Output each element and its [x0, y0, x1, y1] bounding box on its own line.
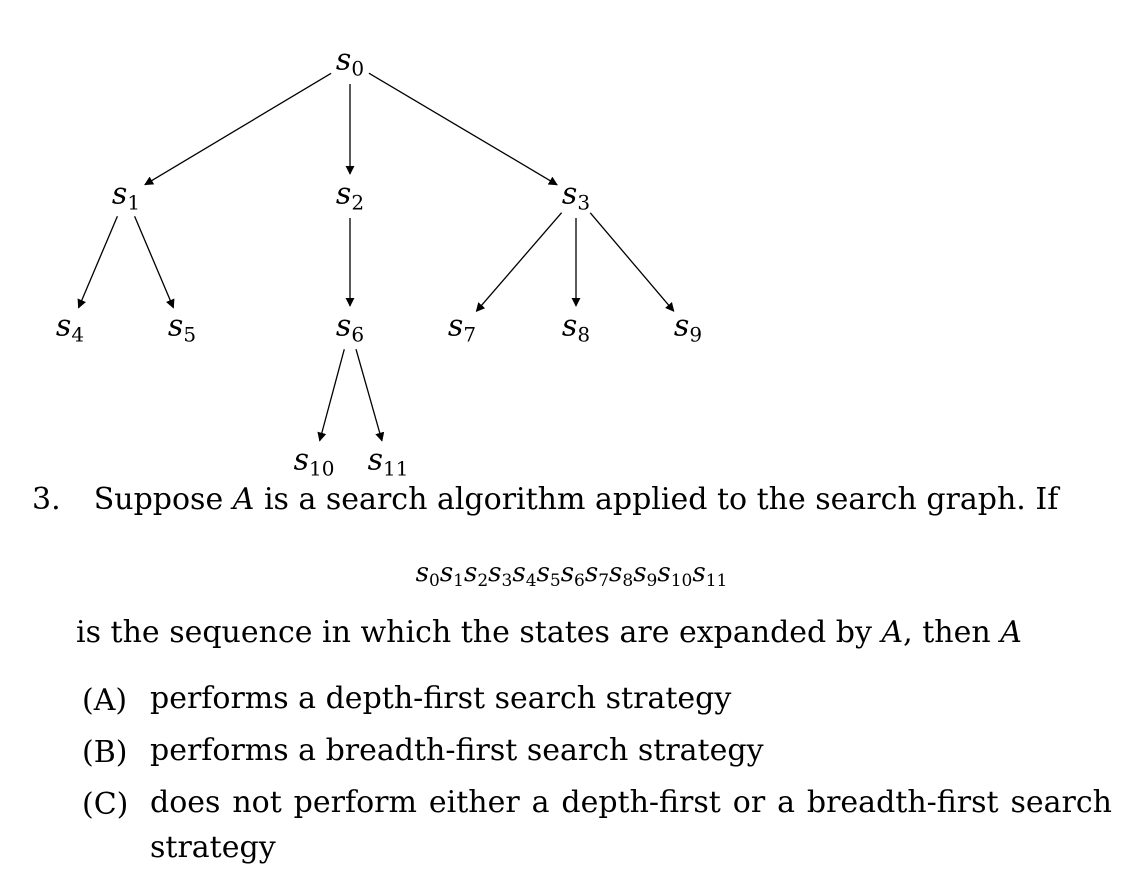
sequence-state: s7: [584, 558, 610, 591]
question-prompt: 3. Suppose A is a search algorithm appli…: [32, 482, 1058, 518]
tree-node-s8: s8: [561, 308, 591, 347]
node-base: s: [55, 308, 72, 344]
sequence-state-subscript: 3: [501, 571, 513, 591]
expansion-sequence: s0s1s2s3s4s5s6s7s8s9s10s11: [0, 558, 1143, 591]
tree-node-s1: s1: [111, 176, 141, 215]
node-subscript: 8: [577, 322, 591, 347]
edge-s0-s1: [144, 72, 332, 186]
sequence-state-base: s: [536, 558, 550, 588]
sequence-state-base: s: [488, 558, 502, 588]
edge-s1-s4: [77, 215, 119, 309]
tree-node-s10: s10: [293, 442, 335, 481]
edge-s0-s3: [368, 72, 558, 186]
sequence-state-base: s: [415, 558, 429, 588]
node-subscript: 5: [183, 322, 197, 347]
node-subscript: 7: [463, 322, 477, 347]
sequence-state-subscript: 6: [574, 571, 585, 591]
edge-s6-s11: [355, 348, 385, 442]
sequence-state-base: s: [584, 558, 599, 588]
option-b-letter: (B): [82, 735, 128, 770]
option-a-letter: (A): [82, 683, 128, 718]
node-subscript: 9: [689, 322, 703, 347]
tree-node-s9: s9: [673, 308, 703, 347]
sequence-state-subscript: 9: [646, 571, 658, 591]
sequence-state-subscript: 10: [670, 571, 693, 591]
followup-variable-2: A: [1000, 615, 1022, 650]
edge-s1-s5: [133, 215, 175, 309]
edge-s6-s10: [317, 349, 345, 442]
sequence-state-base: s: [657, 558, 671, 588]
tree-node-s7: s7: [447, 308, 477, 347]
sequence-state-base: s: [439, 558, 454, 588]
sequence-state: s5: [536, 558, 561, 591]
node-base: s: [561, 308, 578, 344]
sequence-state: s9: [633, 558, 658, 591]
tree-node-s3: s3: [561, 176, 591, 215]
node-base: s: [367, 442, 383, 478]
sequence-state-subscript: 4: [525, 571, 537, 591]
node-base: s: [293, 442, 309, 478]
node-subscript: 11: [382, 456, 409, 481]
node-base: s: [673, 308, 690, 344]
node-base: s: [561, 176, 578, 212]
tree-node-s5: s5: [167, 308, 197, 347]
tree-node-s11: s11: [367, 442, 409, 481]
question-intro-after: is a search algorithm applied to the sea…: [254, 482, 1059, 517]
sequence-state: s4: [512, 558, 537, 591]
sequence-state-base: s: [512, 558, 526, 588]
tree-node-s0: s0: [335, 42, 365, 81]
sequence-state: s1: [439, 558, 464, 591]
node-subscript: 1: [127, 190, 141, 215]
node-base: s: [335, 308, 352, 344]
sequence-state-subscript: 2: [477, 571, 489, 591]
option-a-text: performs a depth-first search strategy: [150, 681, 732, 716]
tree-node-s2: s2: [335, 176, 365, 215]
algorithm-variable: A: [232, 482, 255, 517]
node-base: s: [111, 176, 128, 212]
tree-node-s6: s6: [335, 308, 365, 347]
question-followup: is the sequence in which the states are …: [76, 615, 1022, 651]
node-base: s: [447, 308, 464, 344]
node-subscript: 3: [577, 190, 591, 215]
followup-mid: , then: [903, 615, 1001, 650]
tree-edges: [77, 72, 675, 442]
followup-before: is the sequence in which the states are …: [76, 615, 882, 650]
node-subscript: 10: [308, 456, 335, 481]
node-base: s: [335, 176, 352, 212]
sequence-state-subscript: 11: [705, 571, 728, 591]
sequence-state-subscript: 8: [622, 571, 634, 591]
sequence-state: s3: [488, 558, 513, 591]
sequence-state: s11: [692, 558, 728, 591]
sequence-state: s2: [464, 558, 489, 591]
option-b-text: performs a breadth-first search strategy: [150, 733, 764, 768]
node-base: s: [335, 42, 352, 78]
sequence-state-base: s: [560, 558, 575, 588]
sequence-state-base: s: [609, 558, 623, 588]
sequence-state: s10: [657, 558, 693, 591]
sequence-state: s0: [415, 558, 440, 591]
sequence-state-base: s: [692, 558, 706, 588]
node-subscript: 0: [351, 56, 365, 81]
question-number: 3.: [32, 482, 61, 517]
sequence-state-subscript: 7: [598, 571, 610, 591]
option-c-text: does not perform either a depth-first or…: [150, 785, 1112, 865]
node-base: s: [167, 308, 184, 344]
edge-s3-s7: [475, 212, 563, 313]
sequence-state: s6: [560, 558, 585, 591]
edge-s3-s9: [589, 212, 675, 312]
node-subscript: 4: [71, 322, 85, 347]
tree-node-s4: s4: [55, 308, 85, 347]
node-subscript: 6: [351, 322, 365, 347]
sequence-state-subscript: 0: [429, 571, 440, 591]
option-c-letter: (C): [82, 787, 129, 822]
question-intro-before: Suppose: [93, 482, 233, 517]
node-subscript: 2: [351, 190, 365, 215]
sequence-state: s8: [609, 558, 634, 591]
sequence-state-subscript: 1: [453, 571, 464, 591]
sequence-state-subscript: 5: [549, 571, 561, 591]
sequence-state-base: s: [633, 558, 647, 588]
followup-variable-1: A: [881, 615, 904, 650]
sequence-state-base: s: [464, 558, 478, 588]
